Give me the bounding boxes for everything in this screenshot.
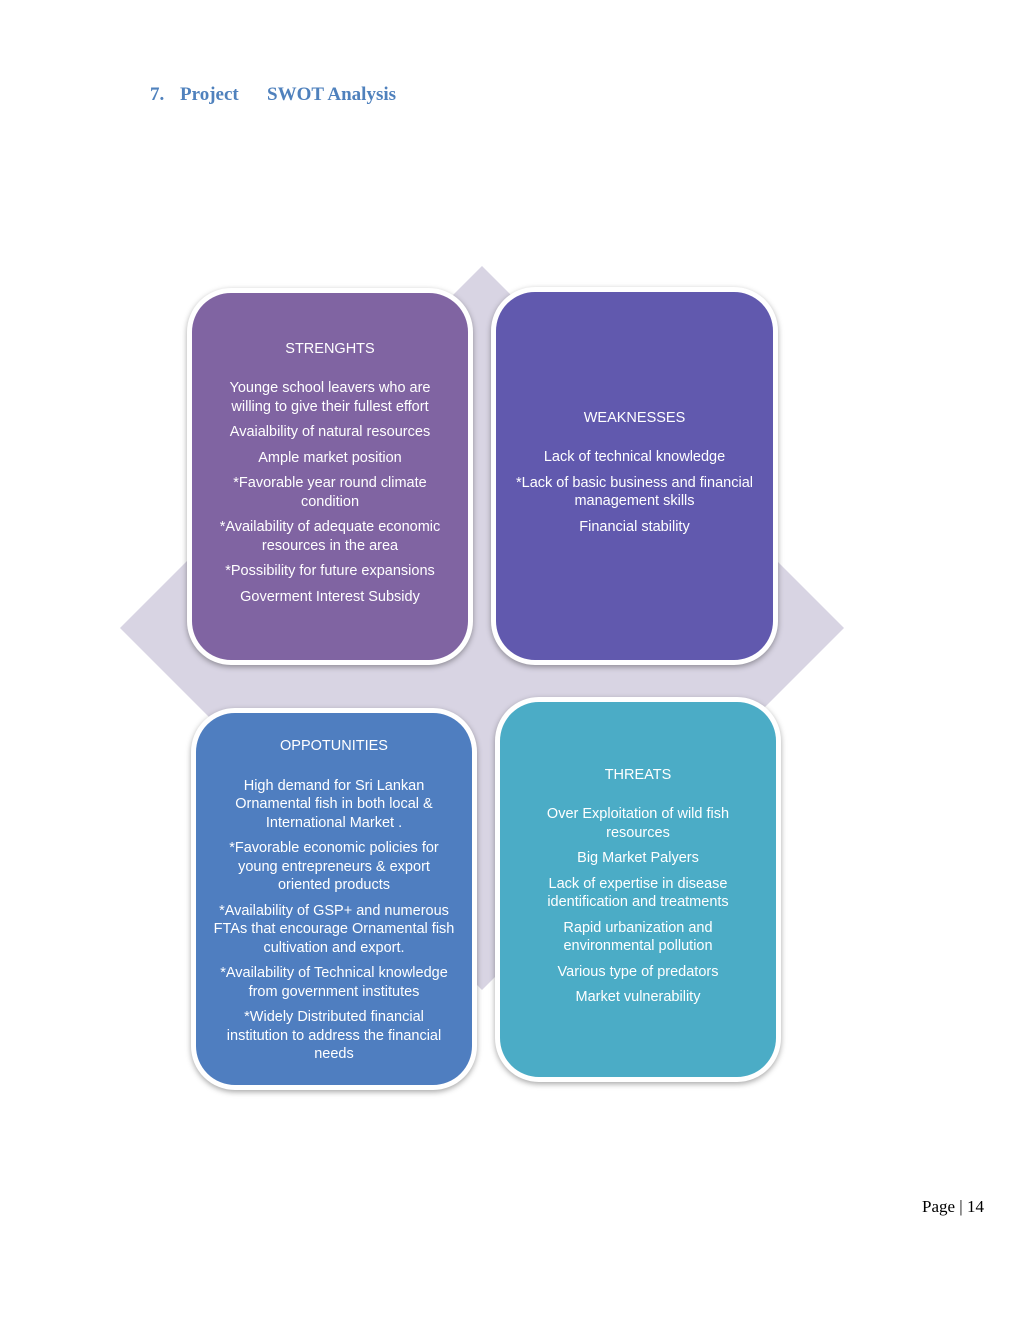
opportunities-item: High demand for Sri Lankan Ornamental fi… <box>235 777 433 831</box>
opportunities-item: *Widely Distributed financial institutio… <box>226 1009 442 1062</box>
opportunities-item: *Favorable economic policies for young e… <box>229 840 439 893</box>
section-heading-word: Project <box>180 84 239 105</box>
strengths-item: Avaialbility of natural resources <box>229 424 431 441</box>
threats-item: Lack of expertise in disease identificat… <box>547 875 729 911</box>
threats-item: Over Exploitation of wild fish resources <box>546 806 730 841</box>
strengths-box: STRENGHTS Younge school leavers who are … <box>187 288 473 665</box>
opportunities-item: *Availability of Technical knowledge fro… <box>220 965 448 1000</box>
strengths-item: *Favorable year round climate condition <box>233 475 427 510</box>
section-heading-title: SWOT Analysis <box>267 84 397 105</box>
section-heading: 7. Project SWOT Analysis <box>150 84 396 106</box>
strengths-item: *Availability of adequate economic resou… <box>219 519 441 554</box>
weaknesses-item: Lack of technical knowledge <box>543 449 726 466</box>
strengths-item: Younge school leavers who are willing to… <box>229 380 431 415</box>
threats-item: Market vulnerability <box>575 989 701 1005</box>
strengths-title: STRENGHTS <box>285 340 375 357</box>
page-number: Page | 14 <box>922 1197 984 1216</box>
threats-item: Various type of predators <box>557 963 719 980</box>
section-number: 7. <box>150 84 165 105</box>
strengths-item: *Possibility for future expansions <box>225 563 435 580</box>
threats-item: Rapid urbanization and environmental pol… <box>563 919 713 955</box>
opportunities-box: OPPOTUNITIES High demand for Sri Lankan … <box>191 708 477 1090</box>
opportunities-item: *Availability of GSP+ and numerous FTAs … <box>213 902 455 956</box>
strengths-item: Ample market position <box>258 449 402 466</box>
opportunities-title: OPPOTUNITIES <box>280 738 388 754</box>
weaknesses-title: WEAKNESSES <box>583 409 686 426</box>
weaknesses-item: *Lack of basic business and financial ma… <box>516 474 753 510</box>
threats-item: Big Market Palyers <box>577 850 699 866</box>
weaknesses-box: WEAKNESSES Lack of technical knowledge *… <box>491 287 778 665</box>
strengths-item: Goverment Interest Subsidy <box>240 588 420 605</box>
weaknesses-item: Financial stability <box>579 518 690 535</box>
threats-title: THREATS <box>604 766 672 783</box>
threats-box: THREATS Over Exploitation of wild fish r… <box>495 697 781 1082</box>
